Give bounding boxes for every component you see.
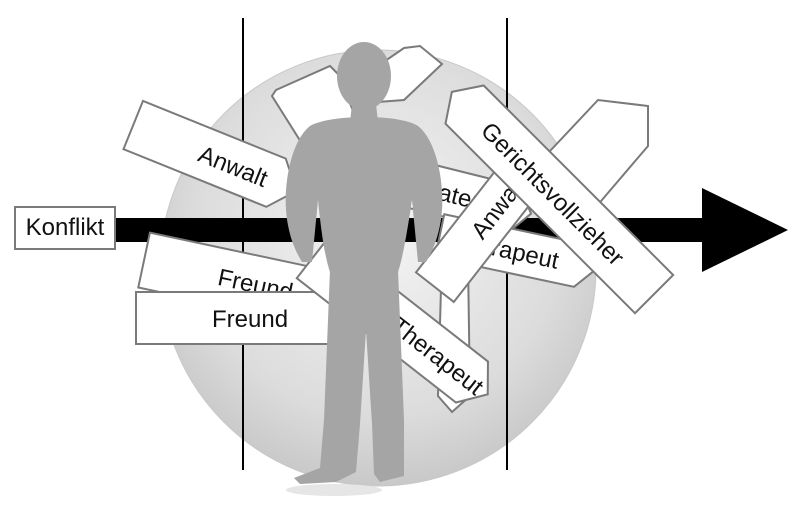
main-arrow-head — [702, 188, 788, 272]
start-label-konflikt: Konflikt — [14, 206, 116, 250]
sign-freund-2: Freund — [135, 291, 350, 345]
person-silhouette — [285, 42, 443, 496]
sign-freund-2-label: Freund — [212, 306, 288, 333]
